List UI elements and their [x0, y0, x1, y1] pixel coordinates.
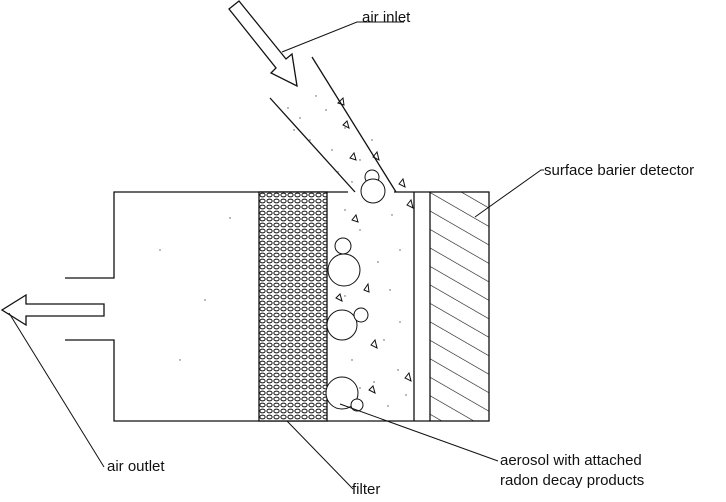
aerosol-particles — [325, 169, 386, 412]
filter-label: filter — [352, 481, 380, 498]
aerosol-label-line2: radon decay products — [500, 472, 644, 489]
air-outlet-label: air outlet — [107, 458, 165, 475]
surface-barrier-detector — [429, 191, 490, 422]
air-inlet-label: air inlet — [362, 9, 411, 26]
outlet-arrow-icon — [0, 293, 105, 327]
filter-element — [258, 191, 328, 422]
inlet-tube — [269, 56, 397, 193]
aerosol-label-line1: aerosol with attached — [500, 452, 642, 469]
dust-speckles — [159, 95, 407, 407]
chamber-body — [65, 191, 430, 422]
leader-lines — [8, 21, 544, 490]
surface-barrier-detector-label: surface barier detector — [544, 162, 694, 179]
particle-triangles — [335, 96, 414, 394]
inlet-arrow-icon — [228, 0, 298, 88]
